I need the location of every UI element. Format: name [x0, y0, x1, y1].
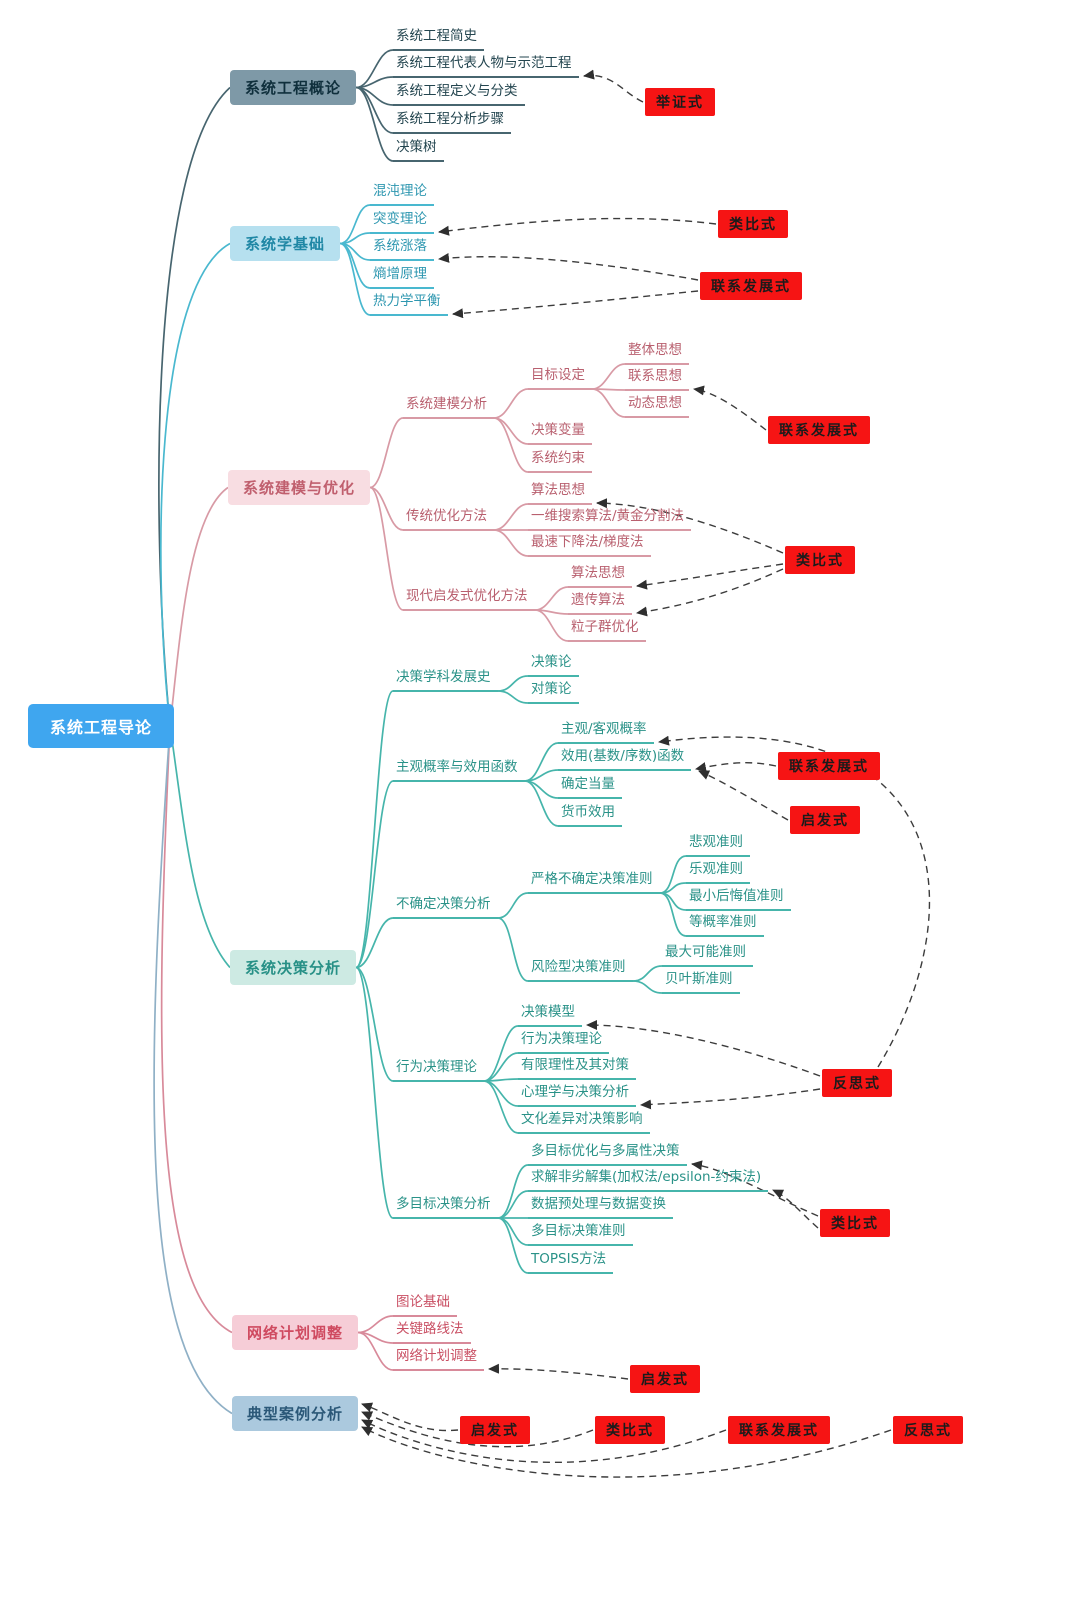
topic-modeling-optimization[interactable]: 系统建模与优化: [228, 470, 371, 505]
subtopic[interactable]: 确定当量: [558, 775, 622, 799]
method-tag[interactable]: 联系发展式: [728, 1416, 830, 1444]
subtopic[interactable]: 多目标决策分析: [393, 1195, 498, 1219]
subtopic[interactable]: 一维搜索算法/黄金分割法: [528, 507, 692, 531]
subtopic[interactable]: TOPSIS方法: [528, 1250, 614, 1274]
subtopic[interactable]: 不确定决策分析: [393, 895, 498, 919]
subtopic[interactable]: 货币效用: [558, 803, 622, 827]
subtopic[interactable]: 遗传算法: [568, 591, 632, 615]
subtopic[interactable]: 算法思想: [568, 564, 632, 588]
topic-network-planning[interactable]: 网络计划调整: [232, 1315, 359, 1350]
subtopic[interactable]: 贝叶斯准则: [662, 970, 740, 994]
subtopic[interactable]: 决策论: [528, 653, 579, 677]
subtopic[interactable]: 系统建模分析: [403, 395, 494, 419]
subtopic[interactable]: 关键路线法: [393, 1320, 471, 1344]
subtopic[interactable]: 文化差异对决策影响: [518, 1110, 650, 1134]
method-tag[interactable]: 联系发展式: [768, 416, 870, 444]
subtopic[interactable]: 最速下降法/梯度法: [528, 533, 651, 557]
subtopic[interactable]: 图论基础: [393, 1293, 457, 1317]
method-tag[interactable]: 类比式: [718, 210, 788, 238]
subtopic[interactable]: 整体思想: [625, 341, 689, 365]
topic-decision-analysis[interactable]: 系统决策分析: [230, 950, 357, 985]
subtopic[interactable]: 乐观准则: [686, 860, 750, 884]
topic-se-overview[interactable]: 系统工程概论: [230, 70, 357, 105]
subtopic[interactable]: 算法思想: [528, 481, 592, 505]
subtopic[interactable]: 效用(基数/序数)函数: [558, 747, 692, 771]
subtopic[interactable]: 主观概率与效用函数: [393, 758, 525, 782]
method-tag[interactable]: 举证式: [645, 88, 715, 116]
subtopic[interactable]: 数据预处理与数据变换: [528, 1195, 673, 1219]
subtopic[interactable]: 系统工程简史: [393, 27, 484, 51]
subtopic[interactable]: 等概率准则: [686, 913, 764, 937]
subtopic[interactable]: 混沌理论: [370, 182, 434, 206]
subtopic[interactable]: 心理学与决策分析: [518, 1083, 636, 1107]
subtopic[interactable]: 现代启发式优化方法: [403, 587, 535, 611]
subtopic[interactable]: 决策树: [393, 138, 444, 162]
method-tag[interactable]: 启发式: [630, 1365, 700, 1393]
subtopic[interactable]: 主观/客观概率: [558, 720, 654, 744]
method-tag[interactable]: 联系发展式: [778, 752, 880, 780]
subtopic[interactable]: 系统涨落: [370, 237, 434, 261]
subtopic[interactable]: 熵增原理: [370, 265, 434, 289]
subtopic[interactable]: 热力学平衡: [370, 292, 448, 316]
subtopic[interactable]: 对策论: [528, 680, 579, 704]
method-tag[interactable]: 联系发展式: [700, 272, 802, 300]
subtopic[interactable]: 多目标决策准则: [528, 1222, 633, 1246]
subtopic[interactable]: 严格不确定决策准则: [528, 870, 660, 894]
subtopic[interactable]: 求解非劣解集(加权法/epsilon-约束法): [528, 1168, 769, 1192]
method-tag[interactable]: 启发式: [790, 806, 860, 834]
subtopic[interactable]: 目标设定: [528, 366, 592, 390]
subtopic[interactable]: 悲观准则: [686, 833, 750, 857]
subtopic[interactable]: 网络计划调整: [393, 1347, 484, 1371]
subtopic[interactable]: 突变理论: [370, 210, 434, 234]
method-tag[interactable]: 反思式: [893, 1416, 963, 1444]
subtopic[interactable]: 最小后悔值准则: [686, 887, 791, 911]
subtopic[interactable]: 多目标优化与多属性决策: [528, 1142, 687, 1166]
subtopic[interactable]: 系统工程分析步骤: [393, 110, 511, 134]
subtopic[interactable]: 最大可能准则: [662, 943, 753, 967]
subtopic[interactable]: 动态思想: [625, 394, 689, 418]
method-tag[interactable]: 启发式: [460, 1416, 530, 1444]
topic-case-studies[interactable]: 典型案例分析: [232, 1396, 359, 1431]
subtopic[interactable]: 系统工程代表人物与示范工程: [393, 54, 579, 78]
topic-systems-science-basics[interactable]: 系统学基础: [230, 226, 341, 261]
subtopic[interactable]: 传统优化方法: [403, 507, 494, 531]
method-tag[interactable]: 类比式: [785, 546, 855, 574]
subtopic[interactable]: 决策模型: [518, 1003, 582, 1027]
root-topic[interactable]: 系统工程导论: [28, 704, 175, 748]
subtopic[interactable]: 有限理性及其对策: [518, 1056, 636, 1080]
subtopic[interactable]: 行为决策理论: [393, 1058, 484, 1082]
subtopic[interactable]: 决策变量: [528, 421, 592, 445]
subtopic[interactable]: 决策学科发展史: [393, 668, 498, 692]
method-tag[interactable]: 类比式: [595, 1416, 665, 1444]
method-tag[interactable]: 反思式: [822, 1069, 892, 1097]
subtopic[interactable]: 风险型决策准则: [528, 958, 633, 982]
subtopic[interactable]: 联系思想: [625, 367, 689, 391]
method-tag[interactable]: 类比式: [820, 1209, 890, 1237]
subtopic[interactable]: 系统约束: [528, 449, 592, 473]
subtopic[interactable]: 行为决策理论: [518, 1030, 609, 1054]
subtopic[interactable]: 系统工程定义与分类: [393, 82, 525, 106]
subtopic[interactable]: 粒子群优化: [568, 618, 646, 642]
